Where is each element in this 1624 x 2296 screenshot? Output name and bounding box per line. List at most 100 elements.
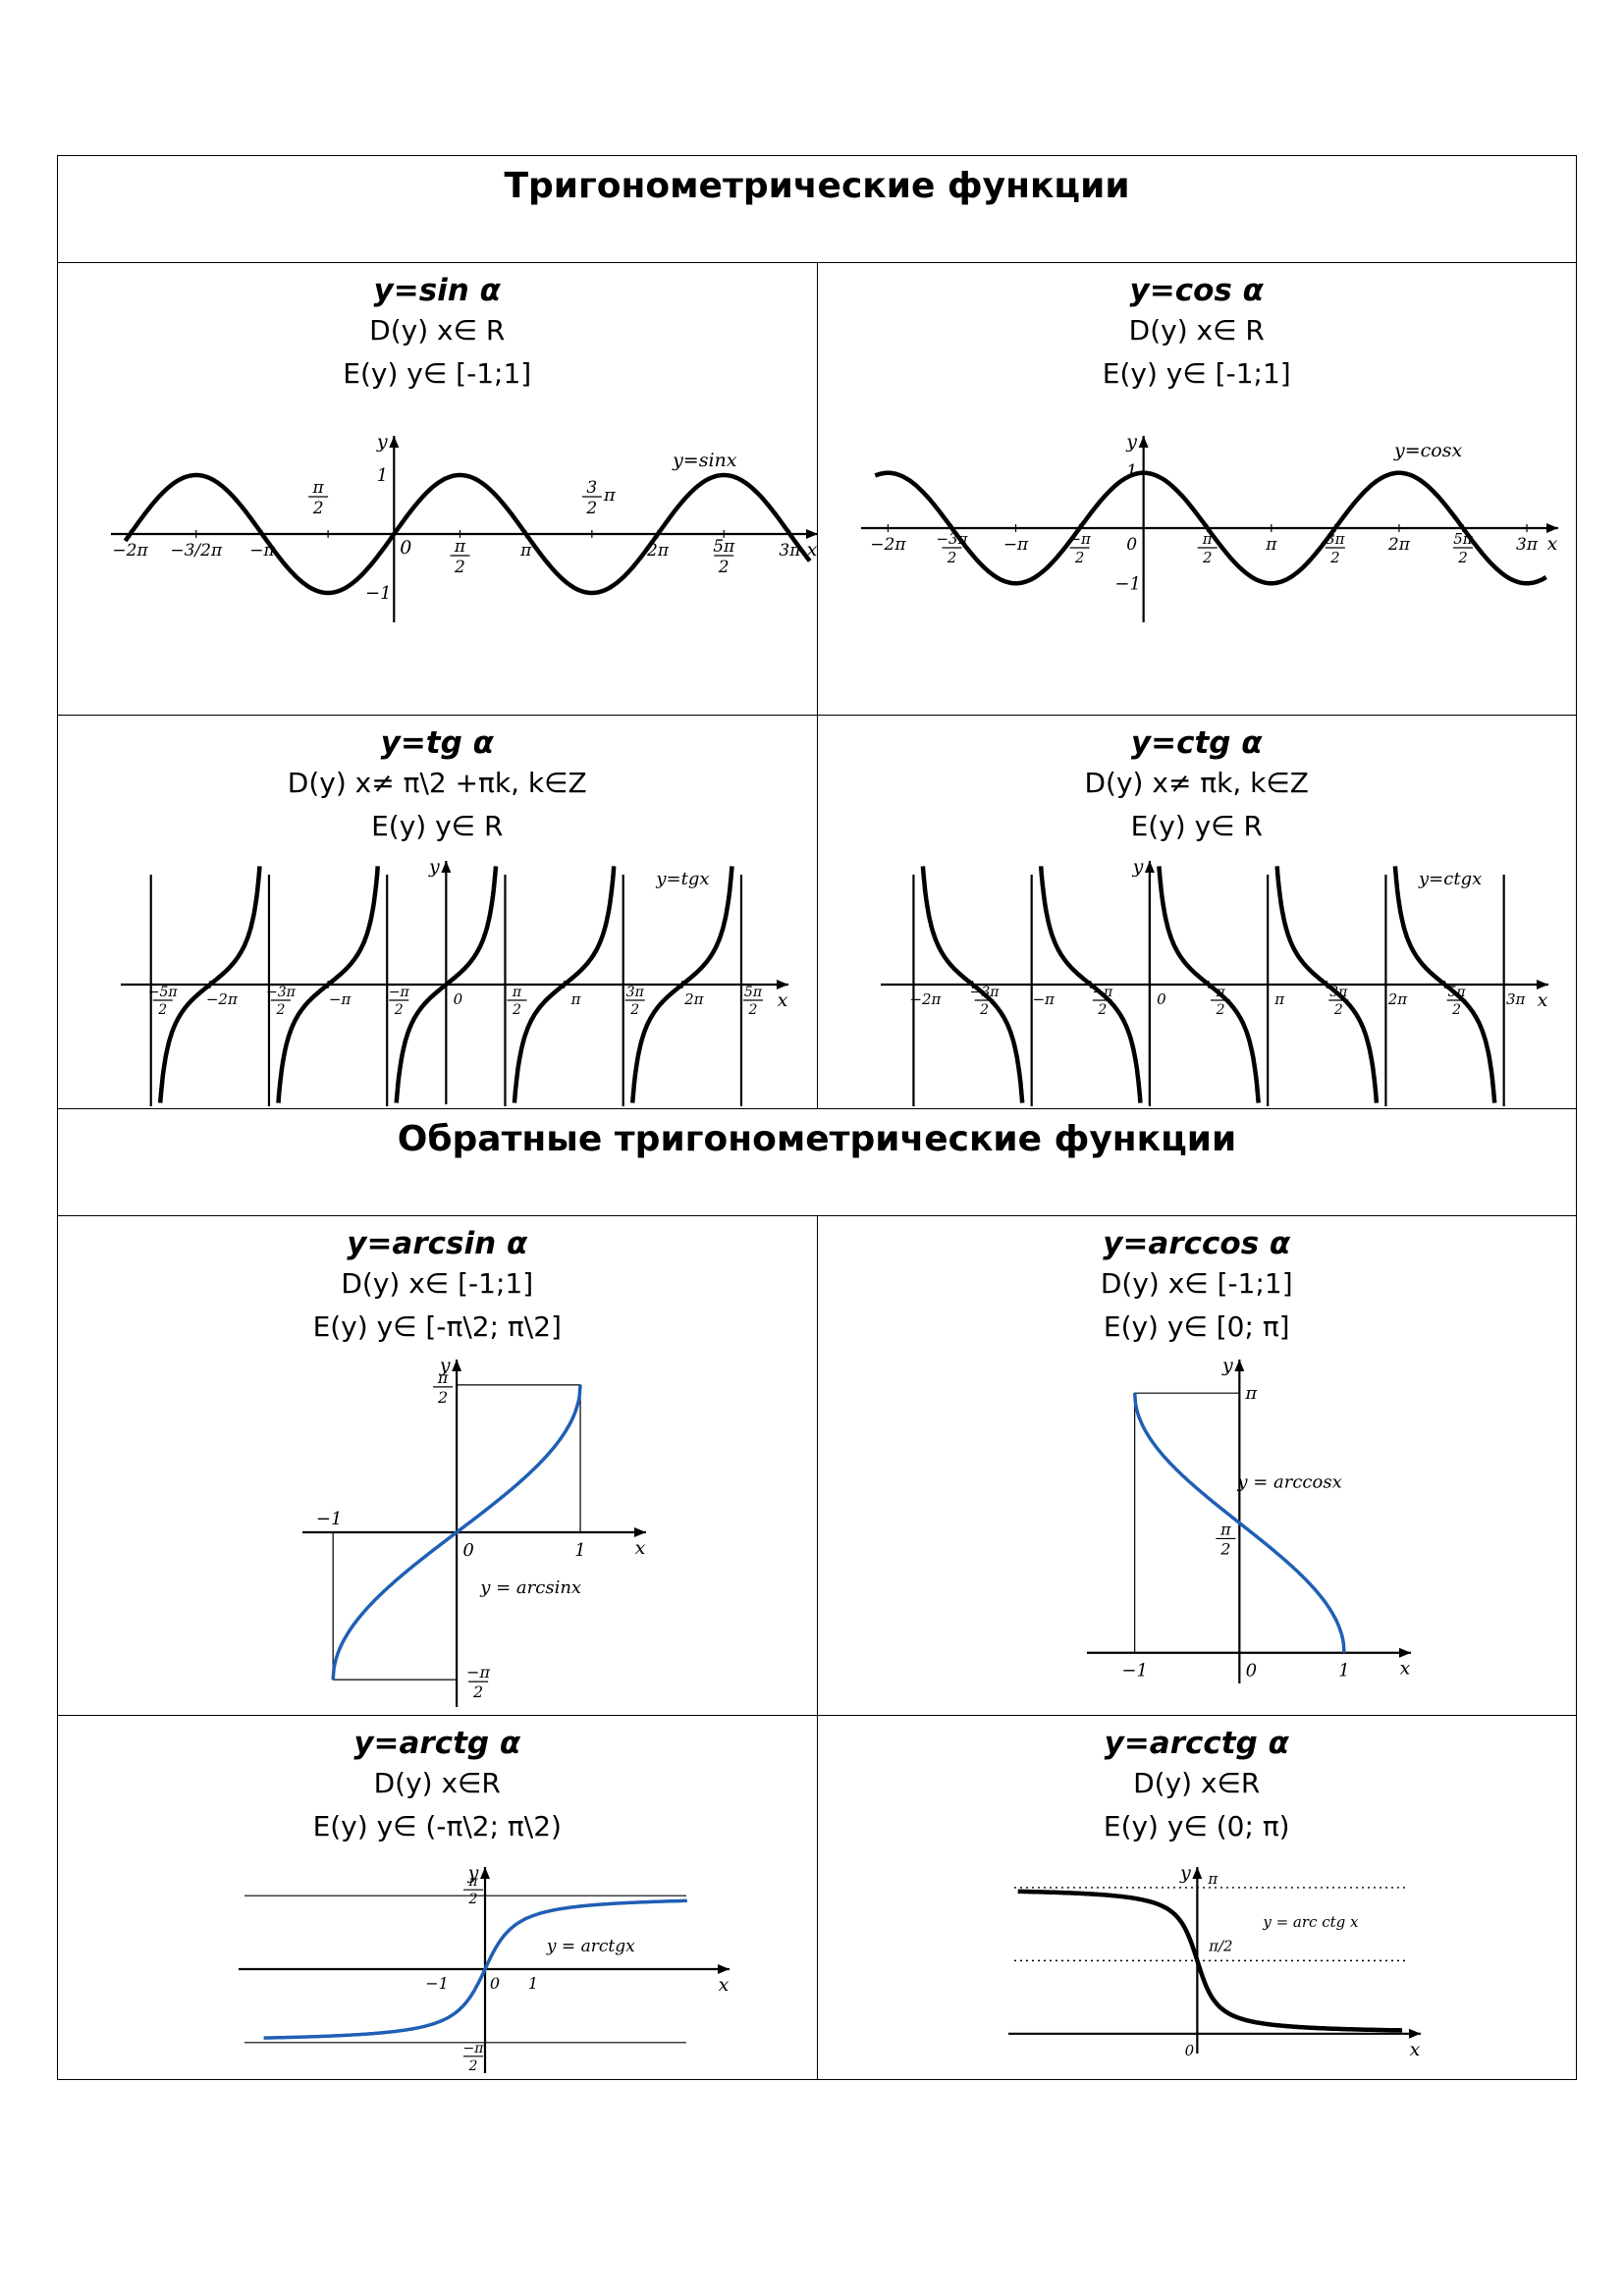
arctg-x-tick-1: 1 xyxy=(528,1974,538,1993)
cos-y-label: y xyxy=(1125,431,1137,453)
arcsin-title: y=arcsin α xyxy=(347,1226,528,1261)
cos-x-tick-label-den: 2 xyxy=(1457,549,1468,566)
sin-x-tick-label-frac-num: 5π xyxy=(713,537,735,557)
arccos-y-tick-pi2-den: 2 xyxy=(1219,1539,1230,1558)
sin-x-tick-label: π xyxy=(519,541,532,561)
ctg-x-tick-label: −π xyxy=(1032,990,1056,1008)
tg-x-tick-label-den: 2 xyxy=(157,1002,167,1018)
sin-x-arrow xyxy=(806,529,818,539)
cos-x-tick-label-den: 2 xyxy=(946,549,956,566)
cos-curve xyxy=(874,470,1547,586)
cos-x-tick-label-num: −3π xyxy=(936,530,968,548)
ctg-x-tick-label: −2π xyxy=(909,990,942,1008)
arcsin-guide-bottom xyxy=(332,1532,458,1681)
arccos-x-tick-neg1: −1 xyxy=(1121,1661,1148,1682)
sin-curve xyxy=(123,472,812,596)
tg-y-arrow xyxy=(441,861,452,873)
sin-x-tick-label: 3π xyxy=(779,541,801,561)
arcsin-x-arrow xyxy=(634,1527,646,1537)
sin-x-tick-label: −3/2π xyxy=(170,541,223,561)
arcctg-y-arrow xyxy=(1191,1867,1202,1879)
arctg-y-arrow xyxy=(480,1867,490,1879)
cos-x-tick-label: −π xyxy=(1002,535,1028,555)
tg-x-arrow xyxy=(777,980,788,989)
cos-title: y=cos α xyxy=(1129,273,1264,308)
arcctg-x-tick-0: 0 xyxy=(1184,2042,1194,2057)
arccos-x-label: x xyxy=(1399,1658,1410,1680)
arcctg-range: E(y) y∈ (0; π) xyxy=(1103,1810,1290,1842)
tg-x-tick-label-num: −π xyxy=(389,985,410,1000)
arccos-guide xyxy=(1133,1392,1239,1653)
cos-x-tick-label-num: π xyxy=(1201,530,1213,548)
cos-x-tick-label: 2π xyxy=(1386,535,1410,555)
arcsin-x-tick-neg1: −1 xyxy=(316,1509,343,1529)
tg-x-tick-label-num: −3π xyxy=(266,985,297,1000)
arctg-domain: D(y) x∈R xyxy=(373,1767,501,1799)
tg-x-tick-label-den: 2 xyxy=(748,1002,758,1018)
tg-x-tick-label-num: π xyxy=(512,985,522,1000)
ctg-x-arrow xyxy=(1536,980,1548,989)
cos-x-tick-label: 0 xyxy=(1126,535,1137,555)
arcsin-y-tick-negpi2-num: −π xyxy=(466,1663,490,1682)
cos-x-tick-label-den: 2 xyxy=(1329,549,1340,566)
ctg-x-tick-label-num: −3π xyxy=(969,985,1000,1000)
arcsin-y-tick-pi2-num: π xyxy=(437,1368,449,1387)
arcctg-y-tick-pi: π xyxy=(1207,1870,1218,1888)
ctg-x-tick-label-num: π xyxy=(1215,985,1225,1000)
arcsin-curve xyxy=(331,1384,582,1681)
ctg-x-tick-label-num: 5π xyxy=(1447,985,1466,1000)
cos-range: E(y) y∈ [-1;1] xyxy=(1102,357,1291,390)
cos-domain: D(y) x∈ R xyxy=(1128,314,1265,347)
cos-x-tick-label: π xyxy=(1265,535,1277,555)
arctg-range: E(y) y∈ (-π\2; π\2) xyxy=(312,1810,562,1842)
arccos-y-tick-pi: π xyxy=(1244,1383,1258,1404)
sin-x-tick-label-3half-den: 2 xyxy=(585,499,597,518)
cos-x-arrow xyxy=(1545,523,1558,533)
ctg-x-tick-label-den: 2 xyxy=(1332,1002,1342,1018)
arccos-curve xyxy=(1132,1393,1346,1653)
sin-x-tick-label: 2π xyxy=(646,541,670,561)
arctg-x-arrow xyxy=(718,1964,730,1974)
ctg-x-tick-label-den: 2 xyxy=(1451,1002,1461,1018)
ctg-y-label: y xyxy=(1131,856,1143,878)
arcsin-domain: D(y) x∈ [-1;1] xyxy=(341,1267,534,1300)
cos-y-arrow xyxy=(1138,436,1149,448)
cos-x-tick-label-num: −π xyxy=(1068,530,1092,548)
arccos-y-arrow xyxy=(1233,1360,1244,1371)
sin-title: y=sin α xyxy=(373,273,501,308)
cos-x-tick-label: −2π xyxy=(870,535,906,555)
arcsin-y-tick-negpi2-den: 2 xyxy=(472,1682,483,1701)
arctg-y-tick-pi2-den: 2 xyxy=(468,1892,478,1907)
arccos-domain: D(y) x∈ [-1;1] xyxy=(1100,1267,1293,1300)
cell-cos: y=cos α D(y) x∈ R E(y) y∈ [-1;1] x y −2π −3… xyxy=(816,262,1577,716)
arcctg-x-label: x xyxy=(1409,2039,1420,2057)
arccos-range: E(y) y∈ [0; π] xyxy=(1103,1310,1290,1343)
arcctg-curve xyxy=(1017,1889,1402,2033)
ctg-range: E(y) y∈ R xyxy=(1130,810,1263,842)
trig-table: Тригонометрические функции y=sin α D(y) … xyxy=(57,155,1577,2080)
tg-title: y=tg α xyxy=(380,725,494,761)
sin-x-tick-label-frac-den: 2 xyxy=(454,558,465,577)
tg-x-tick-label: −π xyxy=(329,990,352,1008)
arcctg-series-label: y = arc ctg x xyxy=(1262,1913,1359,1931)
arcsin-x-tick-0: 0 xyxy=(462,1540,473,1561)
cos-x-tick-label-den: 2 xyxy=(1201,549,1212,566)
arccos-title: y=arccos α xyxy=(1103,1226,1291,1261)
cos-x-tick-label-num: 3π xyxy=(1326,530,1346,548)
tg-x-tick-label-num: 5π xyxy=(744,985,763,1000)
arctg-x-tick-neg1: −1 xyxy=(425,1974,449,1993)
sin-x-tick-label: −π xyxy=(249,541,275,561)
cos-y-tick-neg1: −1 xyxy=(1114,573,1141,594)
arccos-y-tick-pi2-num: π xyxy=(1219,1520,1231,1538)
tg-range: E(y) y∈ R xyxy=(371,810,504,842)
tg-x-tick-label-den: 2 xyxy=(276,1002,286,1018)
cos-x-label: x xyxy=(1546,533,1557,555)
sin-y-tick-1: 1 xyxy=(377,465,388,486)
